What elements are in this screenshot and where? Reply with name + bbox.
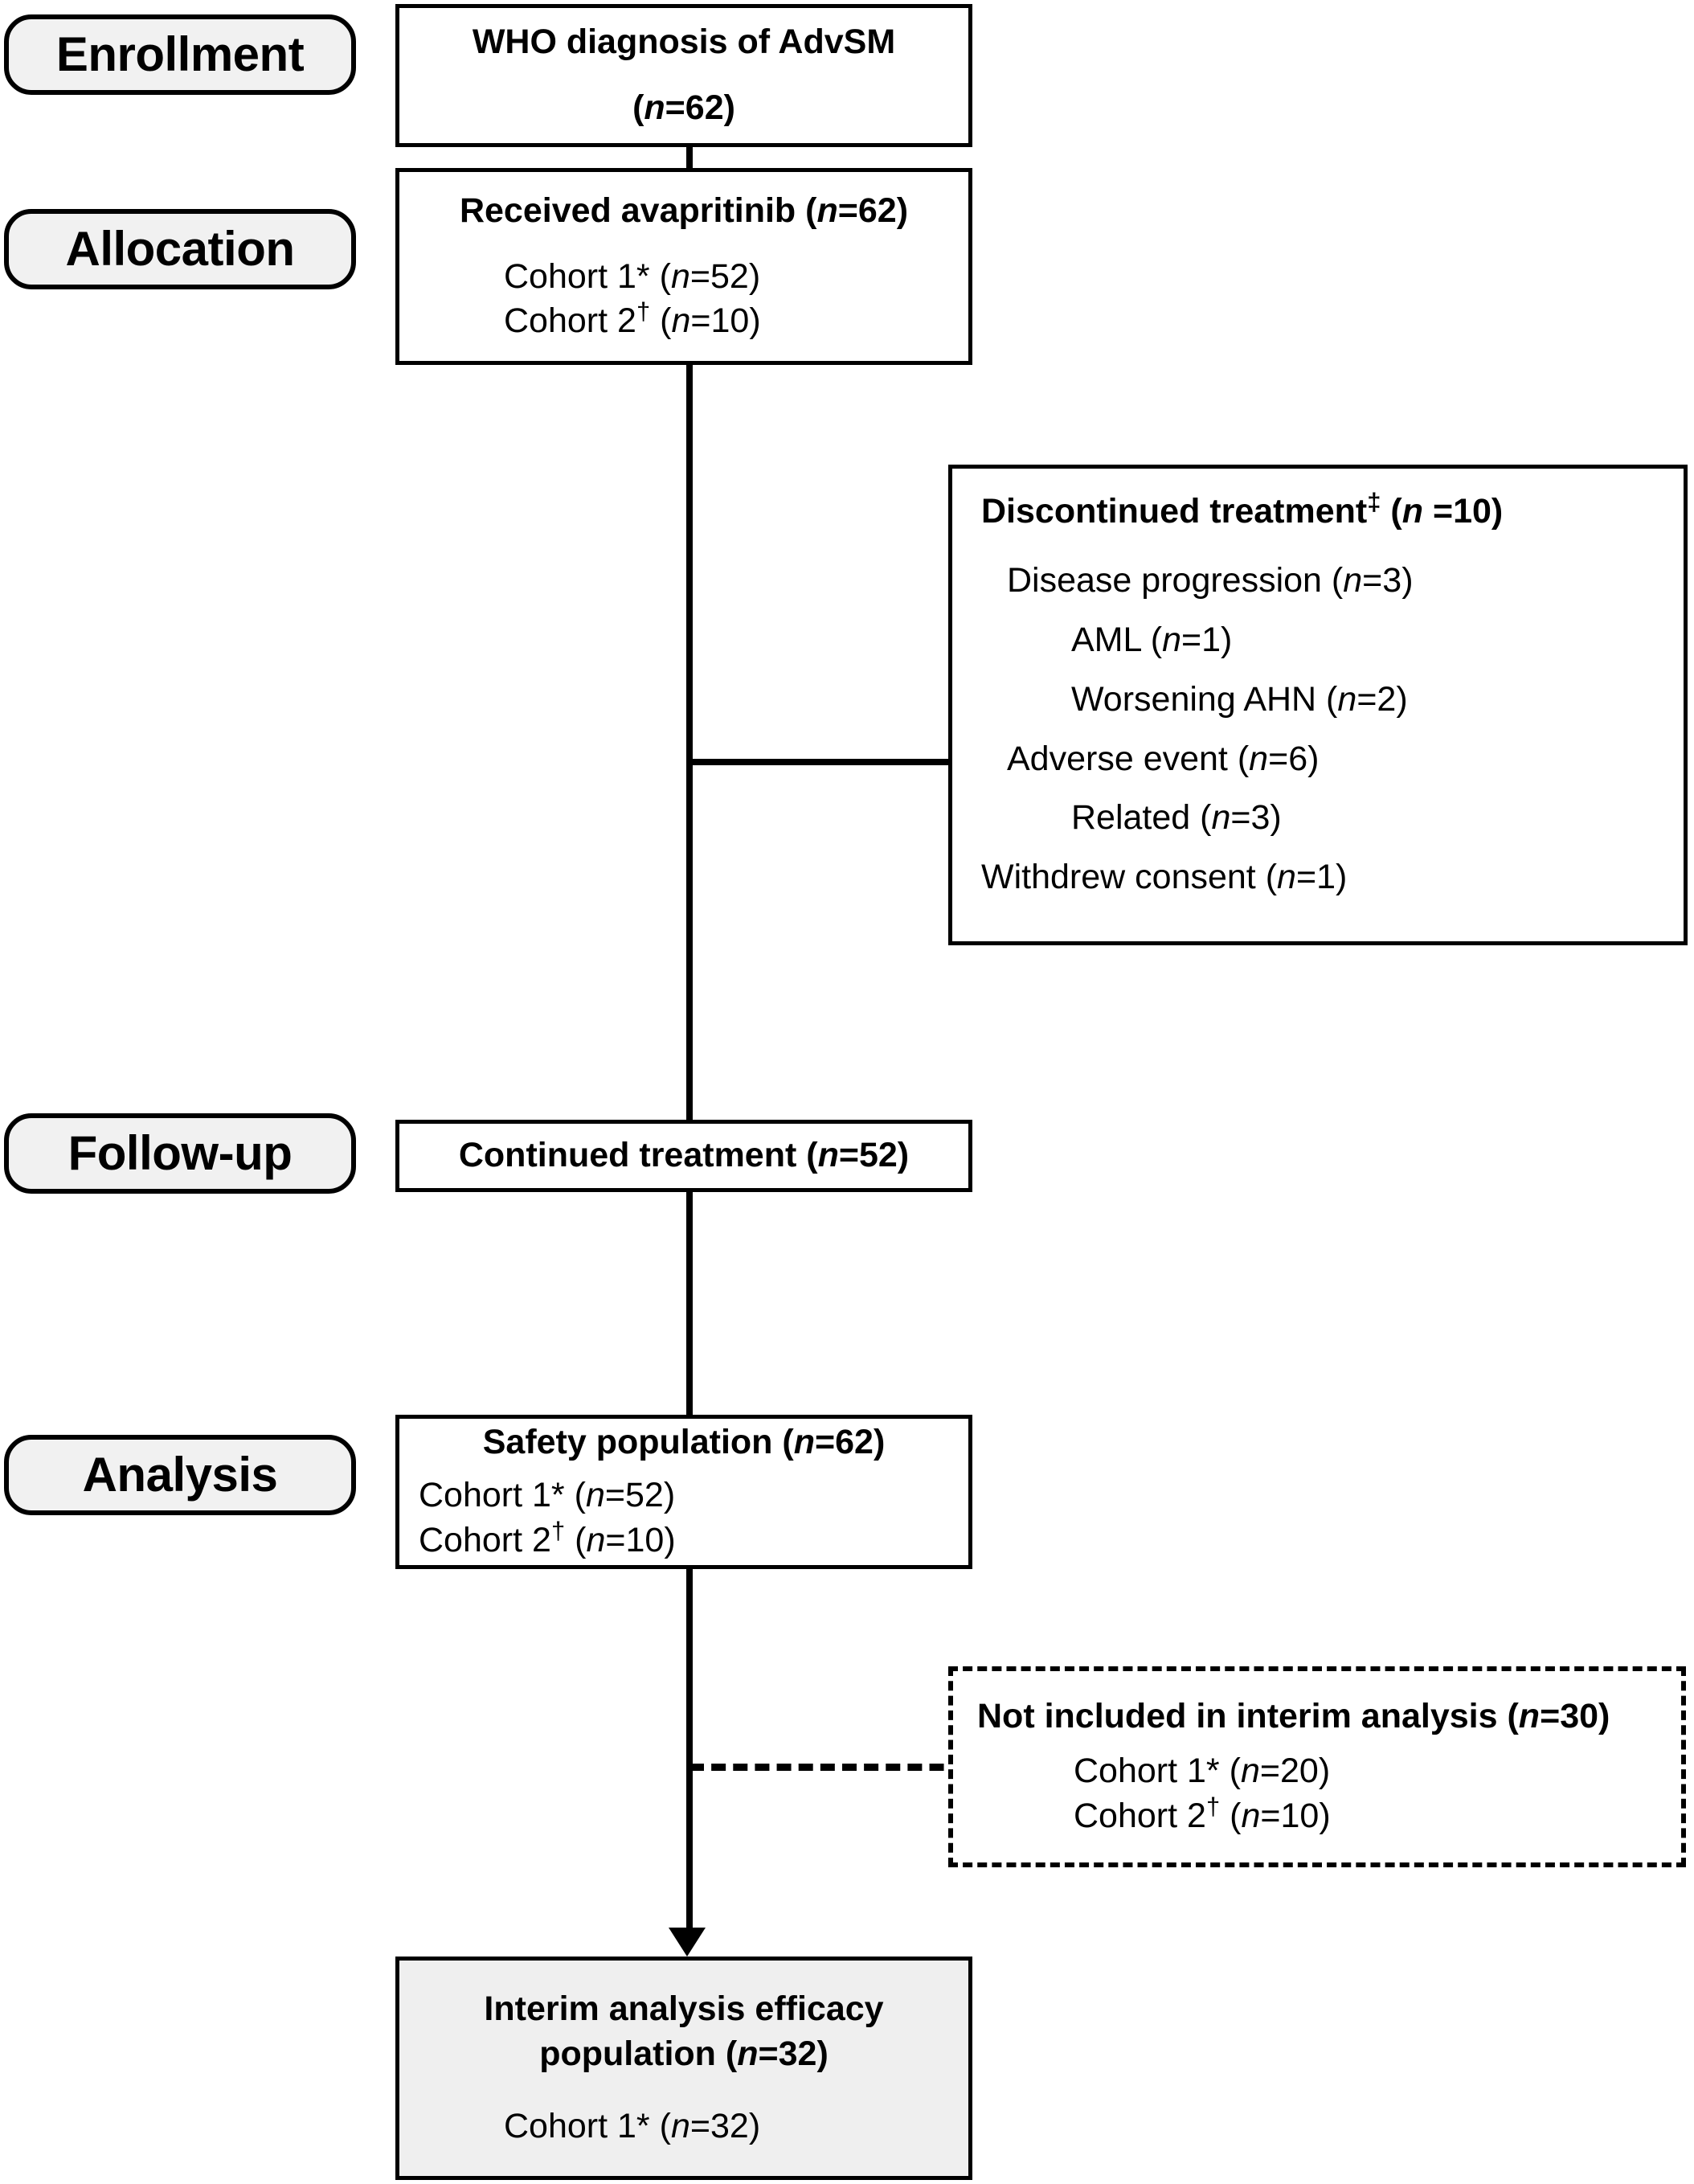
safety-heading: Safety population (n=62) bbox=[482, 1423, 886, 1462]
connector-safety-to-efficacy bbox=[686, 1569, 693, 1947]
enrollment-count: (n=62) bbox=[632, 88, 735, 127]
stage-label-allocation-text: Allocation bbox=[65, 222, 295, 276]
discontinued-item-adverse-event: Adverse event (n=6) bbox=[1007, 739, 1320, 778]
followup-heading: Continued treatment (n=52) bbox=[458, 1136, 910, 1175]
stage-label-followup: Follow-up bbox=[4, 1113, 356, 1194]
node-safety-population: Safety population (n=62) Cohort 1* (n=52… bbox=[395, 1415, 972, 1569]
discontinued-item-worsening-ahn: Worsening AHN (n=2) bbox=[1071, 679, 1408, 719]
excluded-row-cohort2: Cohort 2† (n=10) bbox=[1074, 1792, 1331, 1835]
enrollment-title: WHO diagnosis of AdvSM bbox=[472, 23, 896, 62]
discontinued-item-withdrew-consent: Withdrew consent (n=1) bbox=[981, 858, 1348, 897]
connector-followup-to-safety bbox=[686, 1191, 693, 1432]
efficacy-row-cohort1: Cohort 1* (n=32) bbox=[504, 2106, 761, 2145]
discontinued-item-aml: AML (n=1) bbox=[1071, 620, 1233, 659]
stage-label-enrollment-text: Enrollment bbox=[55, 27, 305, 81]
discontinued-heading: Discontinued treatment‡ (n =10) bbox=[981, 487, 1504, 531]
stage-label-enrollment: Enrollment bbox=[4, 14, 356, 95]
stage-label-analysis-text: Analysis bbox=[82, 1448, 278, 1502]
stage-label-followup-text: Follow-up bbox=[68, 1126, 293, 1180]
safety-row-cohort2: Cohort 2† (n=10) bbox=[419, 1516, 676, 1559]
stage-label-allocation: Allocation bbox=[4, 209, 356, 289]
safety-row-cohort1: Cohort 1* (n=52) bbox=[419, 1476, 676, 1515]
discontinued-item-disease-progression: Disease progression (n=3) bbox=[1007, 560, 1414, 600]
node-enrollment: WHO diagnosis of AdvSM (n=62) bbox=[395, 4, 972, 147]
node-discontinued-treatment: Discontinued treatment‡ (n =10) Disease … bbox=[948, 465, 1688, 945]
efficacy-heading-line1: Interim analysis efficacy bbox=[484, 1989, 884, 2029]
node-continued-treatment: Continued treatment (n=52) bbox=[395, 1120, 972, 1192]
allocation-row-cohort2: Cohort 2† (n=10) bbox=[504, 297, 761, 341]
arrowhead-efficacy bbox=[669, 1928, 706, 1957]
connector-enrollment-to-allocation bbox=[686, 143, 693, 170]
connector-allocation-to-followup bbox=[686, 363, 693, 1135]
spacer bbox=[399, 65, 968, 86]
discontinued-item-related: Related (n=3) bbox=[1071, 798, 1282, 838]
node-not-included-interim-analysis: Not included in interim analysis (n=30) … bbox=[948, 1666, 1686, 1867]
excluded-row-cohort1: Cohort 1* (n=20) bbox=[1074, 1752, 1331, 1791]
node-interim-efficacy-population: Interim analysis efficacy population (n=… bbox=[395, 1957, 972, 2180]
stage-label-analysis: Analysis bbox=[4, 1435, 356, 1515]
allocation-heading: Received avapritinib (n=62) bbox=[459, 191, 909, 230]
node-allocation: Received avapritinib (n=62) Cohort 1* (n… bbox=[395, 168, 972, 365]
excluded-heading: Not included in interim analysis (n=30) bbox=[977, 1697, 1610, 1736]
allocation-row-cohort1: Cohort 1* (n=52) bbox=[504, 256, 761, 296]
efficacy-heading-line2: population (n=32) bbox=[539, 2034, 829, 2074]
